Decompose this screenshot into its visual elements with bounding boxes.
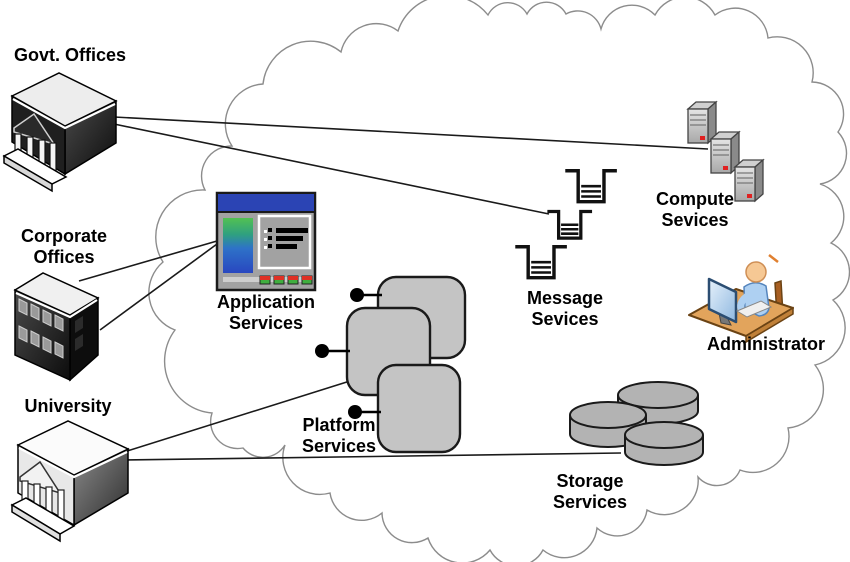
connection-university-platform [123,380,351,453]
database-cylinder-icon [624,421,704,466]
rounded-squares-icon [315,275,467,454]
label-administrator: Administrator [706,334,825,354]
connector-dot [348,405,362,419]
label-application-line1: Application [217,292,315,312]
label-compute-line2: Sevices [661,210,729,230]
server-towers-icon [686,100,765,203]
label-application-line2: Services [228,313,304,333]
label-message-line1: Message [526,288,604,308]
label-compute-services: Compute Sevices [634,189,756,231]
label-platform-line2: Services [301,436,377,456]
label-corporate-line1: Corporate [20,226,107,246]
connector-dot [315,344,329,358]
university-building-icon [10,420,130,543]
label-platform-services: Platform Services [279,415,399,457]
label-corporate-offices: Corporate Offices [5,226,123,268]
server-tower-icon [733,158,765,203]
government-building-icon [2,72,118,193]
administrator-at-desk-icon [688,254,794,344]
connector-dot [350,288,364,302]
label-application-services: Application Services [205,292,327,334]
office-building-icon [13,272,100,382]
server-tower-icon [709,130,741,175]
label-corporate-line2: Offices [33,247,95,267]
server-tower-icon [686,100,718,145]
connection-lines [78,116,709,461]
label-message-services: Message Sevices [504,288,626,330]
label-platform-line1: Platform [302,415,376,435]
connection-govt-message [113,123,550,215]
label-storage-line2: Services [552,492,628,512]
connection-university-storage [123,452,622,461]
label-compute-line1: Compute [656,189,734,209]
window-buttons [259,275,313,285]
application-window-icon [215,191,317,292]
label-storage-line1: Storage [556,471,624,491]
label-storage-services: Storage Services [529,471,651,513]
label-govt-offices: Govt. Offices [13,45,127,65]
label-message-line2: Sevices [531,309,599,329]
connection-govt-compute [113,116,709,150]
connection-corporate-application-2 [99,243,218,331]
database-cylinders-icon [569,381,704,466]
connection-corporate-application-1 [78,240,218,282]
label-university: University [24,396,112,416]
message-queue-icon [515,169,617,280]
